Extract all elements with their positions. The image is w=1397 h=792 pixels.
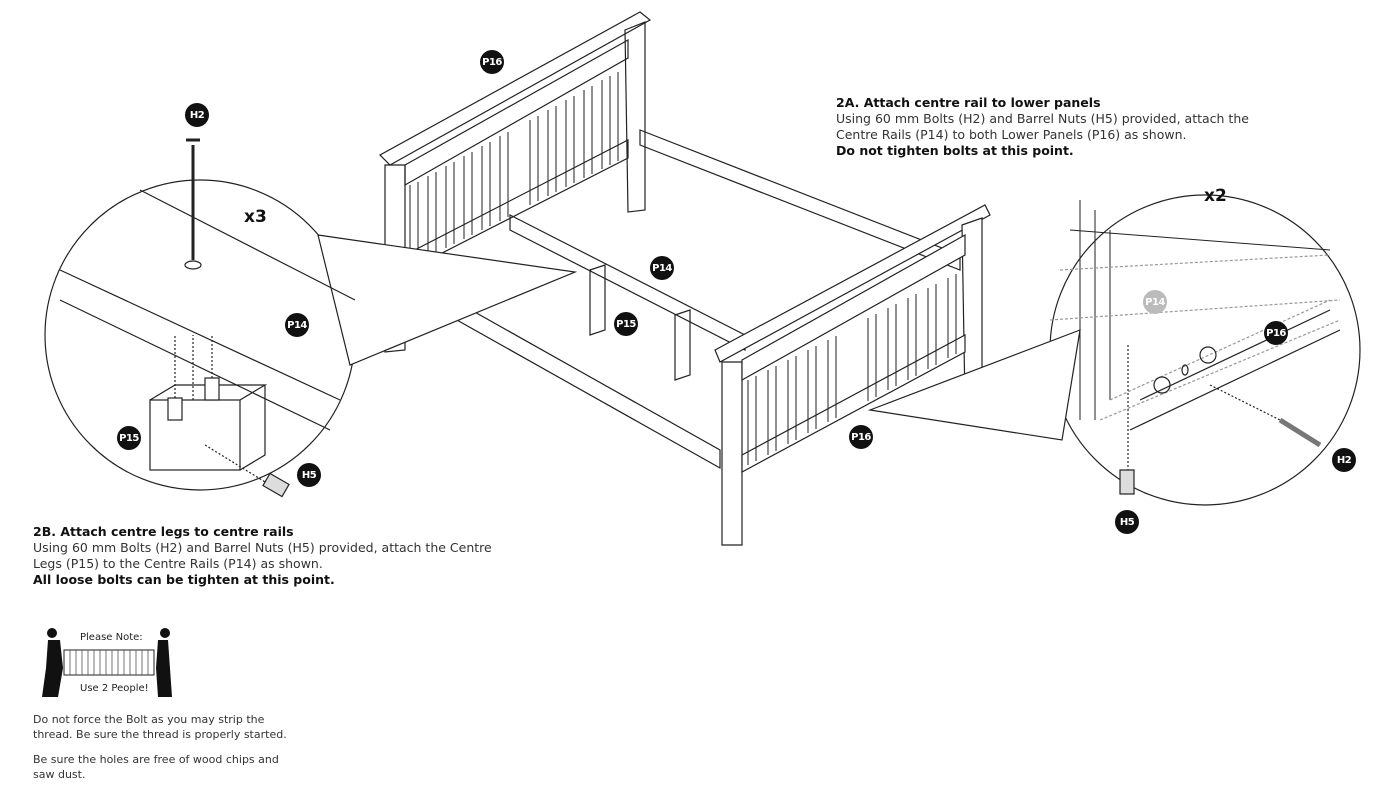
step-2a-line: Using 60 mm Bolts (H2) and Barrel Nuts (…	[836, 111, 1249, 126]
head-panel	[379, 11, 652, 353]
hardware-label-h2: H2	[1332, 448, 1356, 472]
hardware-label-h2: H2	[185, 103, 209, 127]
quantity-label: x2	[1204, 186, 1227, 206]
right-detail-circle	[867, 194, 1361, 506]
part-label-p15: P15	[614, 312, 638, 336]
part-label-p14: P14	[285, 313, 309, 337]
step-2b-warning: All loose bolts can be tighten at this p…	[33, 572, 335, 587]
part-label-p16: P16	[1264, 321, 1288, 345]
tip-holes: Be sure the holes are free of wood chips…	[33, 753, 279, 781]
foot-panel	[714, 204, 991, 546]
left-detail-circle	[44, 138, 578, 498]
part-label-p14: P14	[650, 256, 674, 280]
two-people-icon	[42, 628, 172, 697]
note-top-label: Please Note:	[80, 632, 143, 643]
step-2b-instructions: 2B. Attach centre legs to centre rails U…	[33, 524, 533, 588]
part-label-p15: P15	[117, 426, 141, 450]
quantity-label: x3	[244, 207, 267, 227]
step-2b-line: Using 60 mm Bolts (H2) and Barrel Nuts (…	[33, 540, 492, 555]
step-2a-warning: Do not tighten bolts at this point.	[836, 143, 1074, 158]
step-2b-title: 2B. Attach centre legs to centre rails	[33, 524, 294, 539]
step-2b-line: Legs (P15) to the Centre Rails (P14) as …	[33, 556, 323, 571]
note-bottom-label: Use 2 People!	[80, 683, 149, 694]
tip-bolt: Do not force the Bolt as you may strip t…	[33, 713, 287, 741]
part-label-p16: P16	[480, 50, 504, 74]
part-label-p16: P16	[849, 425, 873, 449]
step-2a-line: Centre Rails (P14) to both Lower Panels …	[836, 127, 1187, 142]
part-label-p14: P14	[1143, 290, 1167, 314]
step-2a-title: 2A. Attach centre rail to lower panels	[836, 95, 1101, 110]
step-2a-instructions: 2A. Attach centre rail to lower panels U…	[836, 95, 1296, 159]
hardware-label-h5: H5	[1115, 510, 1139, 534]
hardware-label-h5: H5	[297, 463, 321, 487]
